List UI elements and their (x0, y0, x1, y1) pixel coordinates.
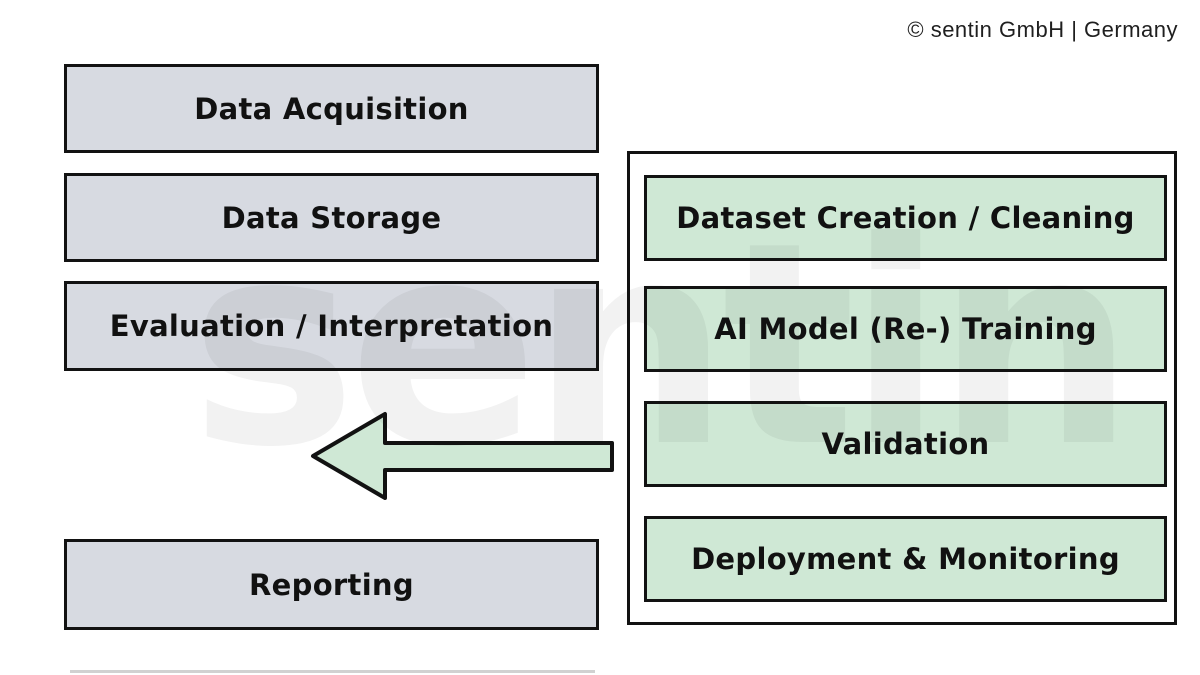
box-label: Evaluation / Interpretation (109, 309, 554, 343)
box-validation: Validation (644, 401, 1167, 487)
box-label: Data Storage (221, 200, 442, 235)
box-label: AI Model (Re-) Training (714, 312, 1097, 346)
box-dataset-creation-cleaning: Dataset Creation / Cleaning (644, 175, 1167, 261)
cutoff-box-top-border (70, 670, 595, 673)
box-ai-model-retraining: AI Model (Re-) Training (644, 286, 1167, 372)
copyright-notice: © sentin GmbH | Germany (907, 17, 1178, 42)
left-arrow-icon (305, 408, 617, 504)
box-label: Reporting (249, 567, 414, 602)
box-reporting: Reporting (64, 539, 599, 630)
ai-pipeline-container: Dataset Creation / Cleaning AI Model (Re… (627, 151, 1177, 625)
box-label: Data Acquisition (194, 91, 469, 126)
box-deployment-monitoring: Deployment & Monitoring (644, 516, 1167, 602)
box-data-storage: Data Storage (64, 173, 599, 262)
box-data-acquisition: Data Acquisition (64, 64, 599, 153)
box-label: Deployment & Monitoring (691, 542, 1120, 576)
box-label: Dataset Creation / Cleaning (676, 201, 1135, 235)
box-evaluation-interpretation: Evaluation / Interpretation (64, 281, 599, 371)
box-label: Validation (821, 427, 990, 461)
